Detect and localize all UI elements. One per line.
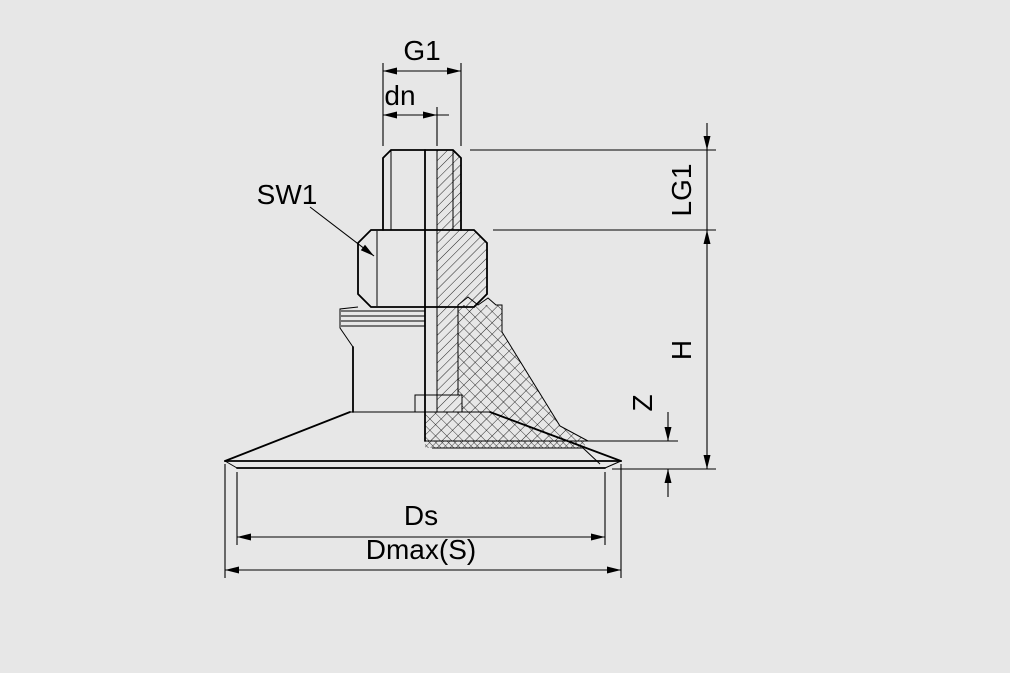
stem-and-flange <box>352 307 463 413</box>
bellows-collar <box>339 306 425 348</box>
dimension-g1: G1 <box>382 35 462 146</box>
dimension-dn: dn <box>383 80 449 146</box>
label-dmax: Dmax(S) <box>366 534 476 565</box>
hex-nut <box>357 229 488 308</box>
label-dn: dn <box>384 80 415 111</box>
dimension-h: H <box>612 340 716 470</box>
label-h: H <box>666 340 697 360</box>
dimension-lg1: LG1 <box>470 123 716 469</box>
label-sw1: SW1 <box>257 179 318 210</box>
label-z: Z <box>627 394 658 411</box>
label-ds: Ds <box>404 500 438 531</box>
label-g1: G1 <box>403 35 440 66</box>
dimension-ds: Ds <box>236 472 606 545</box>
dimension-dmax: Dmax(S) <box>224 464 622 578</box>
suction-cup <box>224 411 622 469</box>
dimension-z: Z <box>425 394 678 497</box>
dimension-sw1: SW1 <box>257 179 375 257</box>
elastomer-section <box>425 296 589 442</box>
label-lg1: LG1 <box>666 164 697 217</box>
